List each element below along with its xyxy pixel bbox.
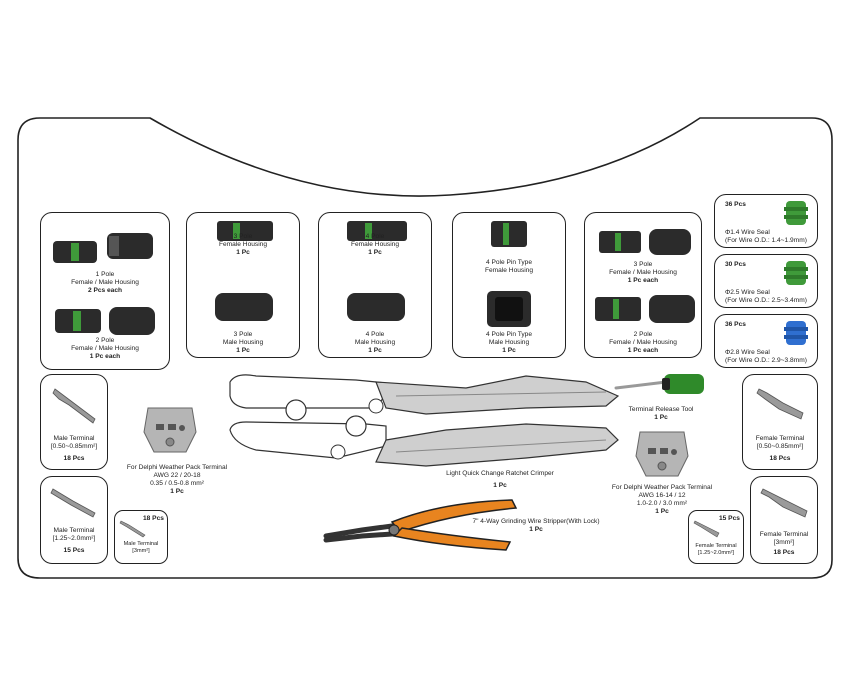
connector-2pole-pair-label: 2 Pole Female / Male Housing 1 Pc each (609, 331, 677, 354)
connector-1pole-label: 1 Pole Female / Male Housing 2 Pcs each (71, 271, 139, 294)
seal-green-icon (784, 261, 808, 285)
connector-4pole-male-image (347, 293, 405, 321)
connector-4pole-pin-female-image (491, 221, 527, 247)
female-terminal-b-label: Female Terminal [3mm²] 18 Pcs (759, 531, 809, 556)
male-terminal-a-label: Male Terminal [0.50~0.85mm²] 18 Pcs (50, 435, 98, 462)
male-terminal-icon (52, 388, 96, 424)
connector-2pole-image (55, 307, 155, 335)
connector-4pole-pin-male-image (487, 291, 531, 327)
male-terminal-icon (119, 520, 146, 538)
connector-4pole-male-label: 4 Pole Male Housing 1 Pc (354, 331, 396, 354)
seal-2-label: Φ2.5 Wire Seal(For Wire O.D.: 2.5~3.4mm) (725, 289, 807, 304)
seal-green-icon (784, 201, 808, 225)
connector-box-1pole-2pole: 1 Pole Female / Male Housing 2 Pcs each … (40, 212, 170, 370)
seal-3-qty: 36 Pcs (725, 321, 746, 328)
seal-box-3: 36 Pcs Φ2.8 Wire Seal(For Wire O.D.: 2.9… (714, 314, 818, 368)
seal-box-2: 30 Pcs Φ2.5 Wire Seal(For Wire O.D.: 2.5… (714, 254, 818, 308)
connector-4pole-pin-male-label: 4 Pole Pin Type Male Housing 1 Pc (485, 331, 533, 354)
female-terminal-icon (693, 520, 720, 538)
wire-stripper-image (323, 499, 518, 551)
connector-2pole-pair-image (595, 295, 695, 323)
female-terminal-c-qty: 15 Pcs (719, 515, 740, 522)
connector-box-4pole-pin: 4 Pole Pin Type Female Housing 4 Pole Pi… (452, 212, 566, 358)
seal-2-qty: 30 Pcs (725, 261, 746, 268)
ratchet-crimper-label: Light Quick Change Ratchet Crimper 1 Pc (446, 470, 554, 489)
connector-3pole-male-label: 3 Pole Male Housing 1 Pc (222, 331, 264, 354)
connector-4pole-pin-female-label: 4 Pole Pin Type Female Housing (484, 259, 533, 274)
female-terminal-box-a: Female Terminal [0.50~0.85mm²] 18 Pcs (742, 374, 818, 470)
female-terminal-box-b: Female Terminal [3mm²] 18 Pcs (750, 476, 818, 564)
connector-4pole-female-label: 4 Pole Female Housing 1 Pc (350, 233, 399, 256)
seal-3-label: Φ2.8 Wire Seal(For Wire O.D.: 2.9~3.8mm) (725, 349, 807, 364)
connector-4pole-female-image (347, 221, 407, 241)
connector-box-4pole: 4 Pole Female Housing 1 Pc 4 Pole Male H… (318, 212, 432, 358)
connector-box-3pole-2pole: 3 Pole Female / Male Housing 1 Pc each 2… (584, 212, 702, 358)
connector-2pole-label: 2 Pole Female / Male Housing 1 Pc each (71, 337, 139, 360)
female-terminal-a-label: Female Terminal [0.50~0.85mm²] 18 Pcs (755, 435, 805, 462)
seal-1-qty: 36 Pcs (725, 201, 746, 208)
connector-1pole-image (53, 233, 153, 263)
connector-3pole-female-label: 3 Pole Female Housing 1 Pc (218, 233, 267, 256)
crimp-die-left-label: For Delphi Weather Pack Terminal AWG 22 … (126, 464, 228, 495)
crimp-die-right-label: For Delphi Weather Pack Terminal AWG 16-… (611, 484, 713, 515)
terminal-release-tool-image (614, 374, 704, 394)
male-terminal-icon (50, 488, 96, 518)
male-terminal-box-b: Male Terminal [1.25~2.0mm²] 15 Pcs (40, 476, 108, 564)
female-terminal-box-c: 15 Pcs Female Terminal [1.25~2.0mm²] (688, 510, 744, 564)
crimp-die-right-image (635, 431, 689, 477)
female-terminal-c-label: Female Terminal [1.25~2.0mm²] (695, 543, 737, 556)
connector-3pole-female-image (217, 221, 273, 241)
male-terminal-box-a: Male Terminal [0.50~0.85mm²] 18 Pcs (40, 374, 108, 470)
ratchet-crimper-image (229, 374, 620, 467)
male-terminal-c-qty: 18 Pcs (143, 515, 164, 522)
connector-3pole-pair-label: 3 Pole Female / Male Housing 1 Pc each (609, 261, 677, 284)
male-terminal-c-label: Male Terminal [3mm²] (123, 541, 159, 554)
seal-blue-icon (784, 321, 808, 345)
seal-1-label: Φ1.4 Wire Seal(For Wire O.D.: 1.4~1.9mm) (725, 229, 807, 244)
connector-3pole-pair-image (599, 229, 691, 255)
connector-box-3pole: 3 Pole Female Housing 1 Pc 3 Pole Male H… (186, 212, 300, 358)
seal-box-1: 36 Pcs Φ1.4 Wire Seal(For Wire O.D.: 1.4… (714, 194, 818, 248)
female-terminal-icon (760, 488, 808, 518)
male-terminal-b-label: Male Terminal [1.25~2.0mm²] 15 Pcs (52, 527, 96, 554)
wire-stripper-label: 7" 4-Way Grinding Wire Stripper(With Loc… (472, 518, 600, 533)
female-terminal-icon (756, 388, 804, 420)
male-terminal-box-c: 18 Pcs Male Terminal [3mm²] (114, 510, 168, 564)
crimp-die-left-image (143, 407, 197, 453)
connector-3pole-male-image (215, 293, 273, 321)
terminal-release-tool-label: Terminal Release Tool 1 Pc (628, 406, 694, 421)
